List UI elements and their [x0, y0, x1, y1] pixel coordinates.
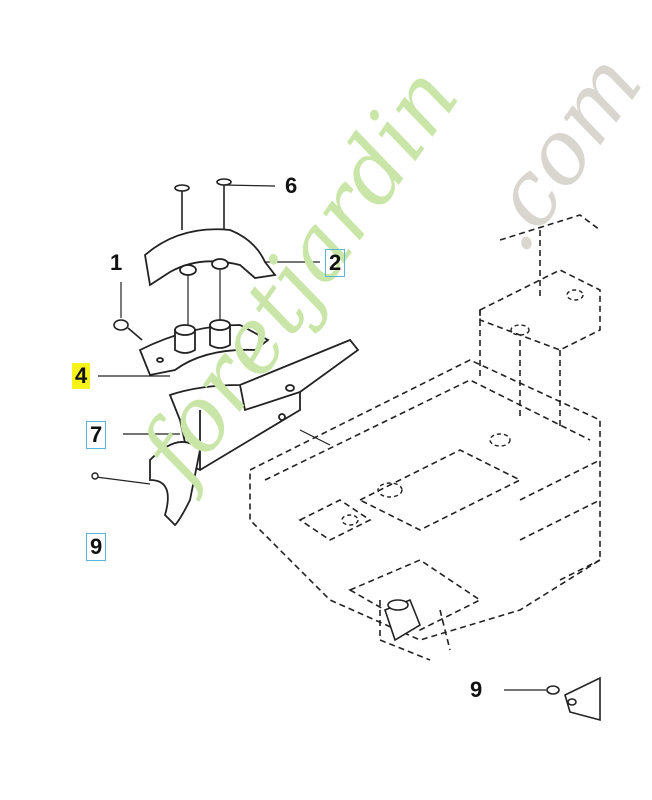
bracket-plate — [138, 319, 270, 377]
lever-arm — [149, 338, 360, 527]
small-washer — [91, 472, 99, 480]
callout-9-left: 9 — [86, 533, 107, 561]
cover-plate — [144, 228, 277, 287]
callout-7: 7 — [86, 421, 107, 449]
chassis-holes — [341, 289, 584, 526]
callout-2: 2 — [325, 249, 346, 277]
callout-9-right: 9 — [470, 677, 483, 702]
nut-lower — [546, 676, 601, 722]
callout-6: 6 — [285, 173, 298, 198]
screws — [174, 178, 232, 325]
pivot-pedestal — [384, 598, 421, 642]
leader-lines — [95, 184, 546, 691]
callout-1: 1 — [110, 250, 123, 275]
bolt — [113, 319, 143, 341]
callout-4: 4 — [72, 363, 91, 389]
